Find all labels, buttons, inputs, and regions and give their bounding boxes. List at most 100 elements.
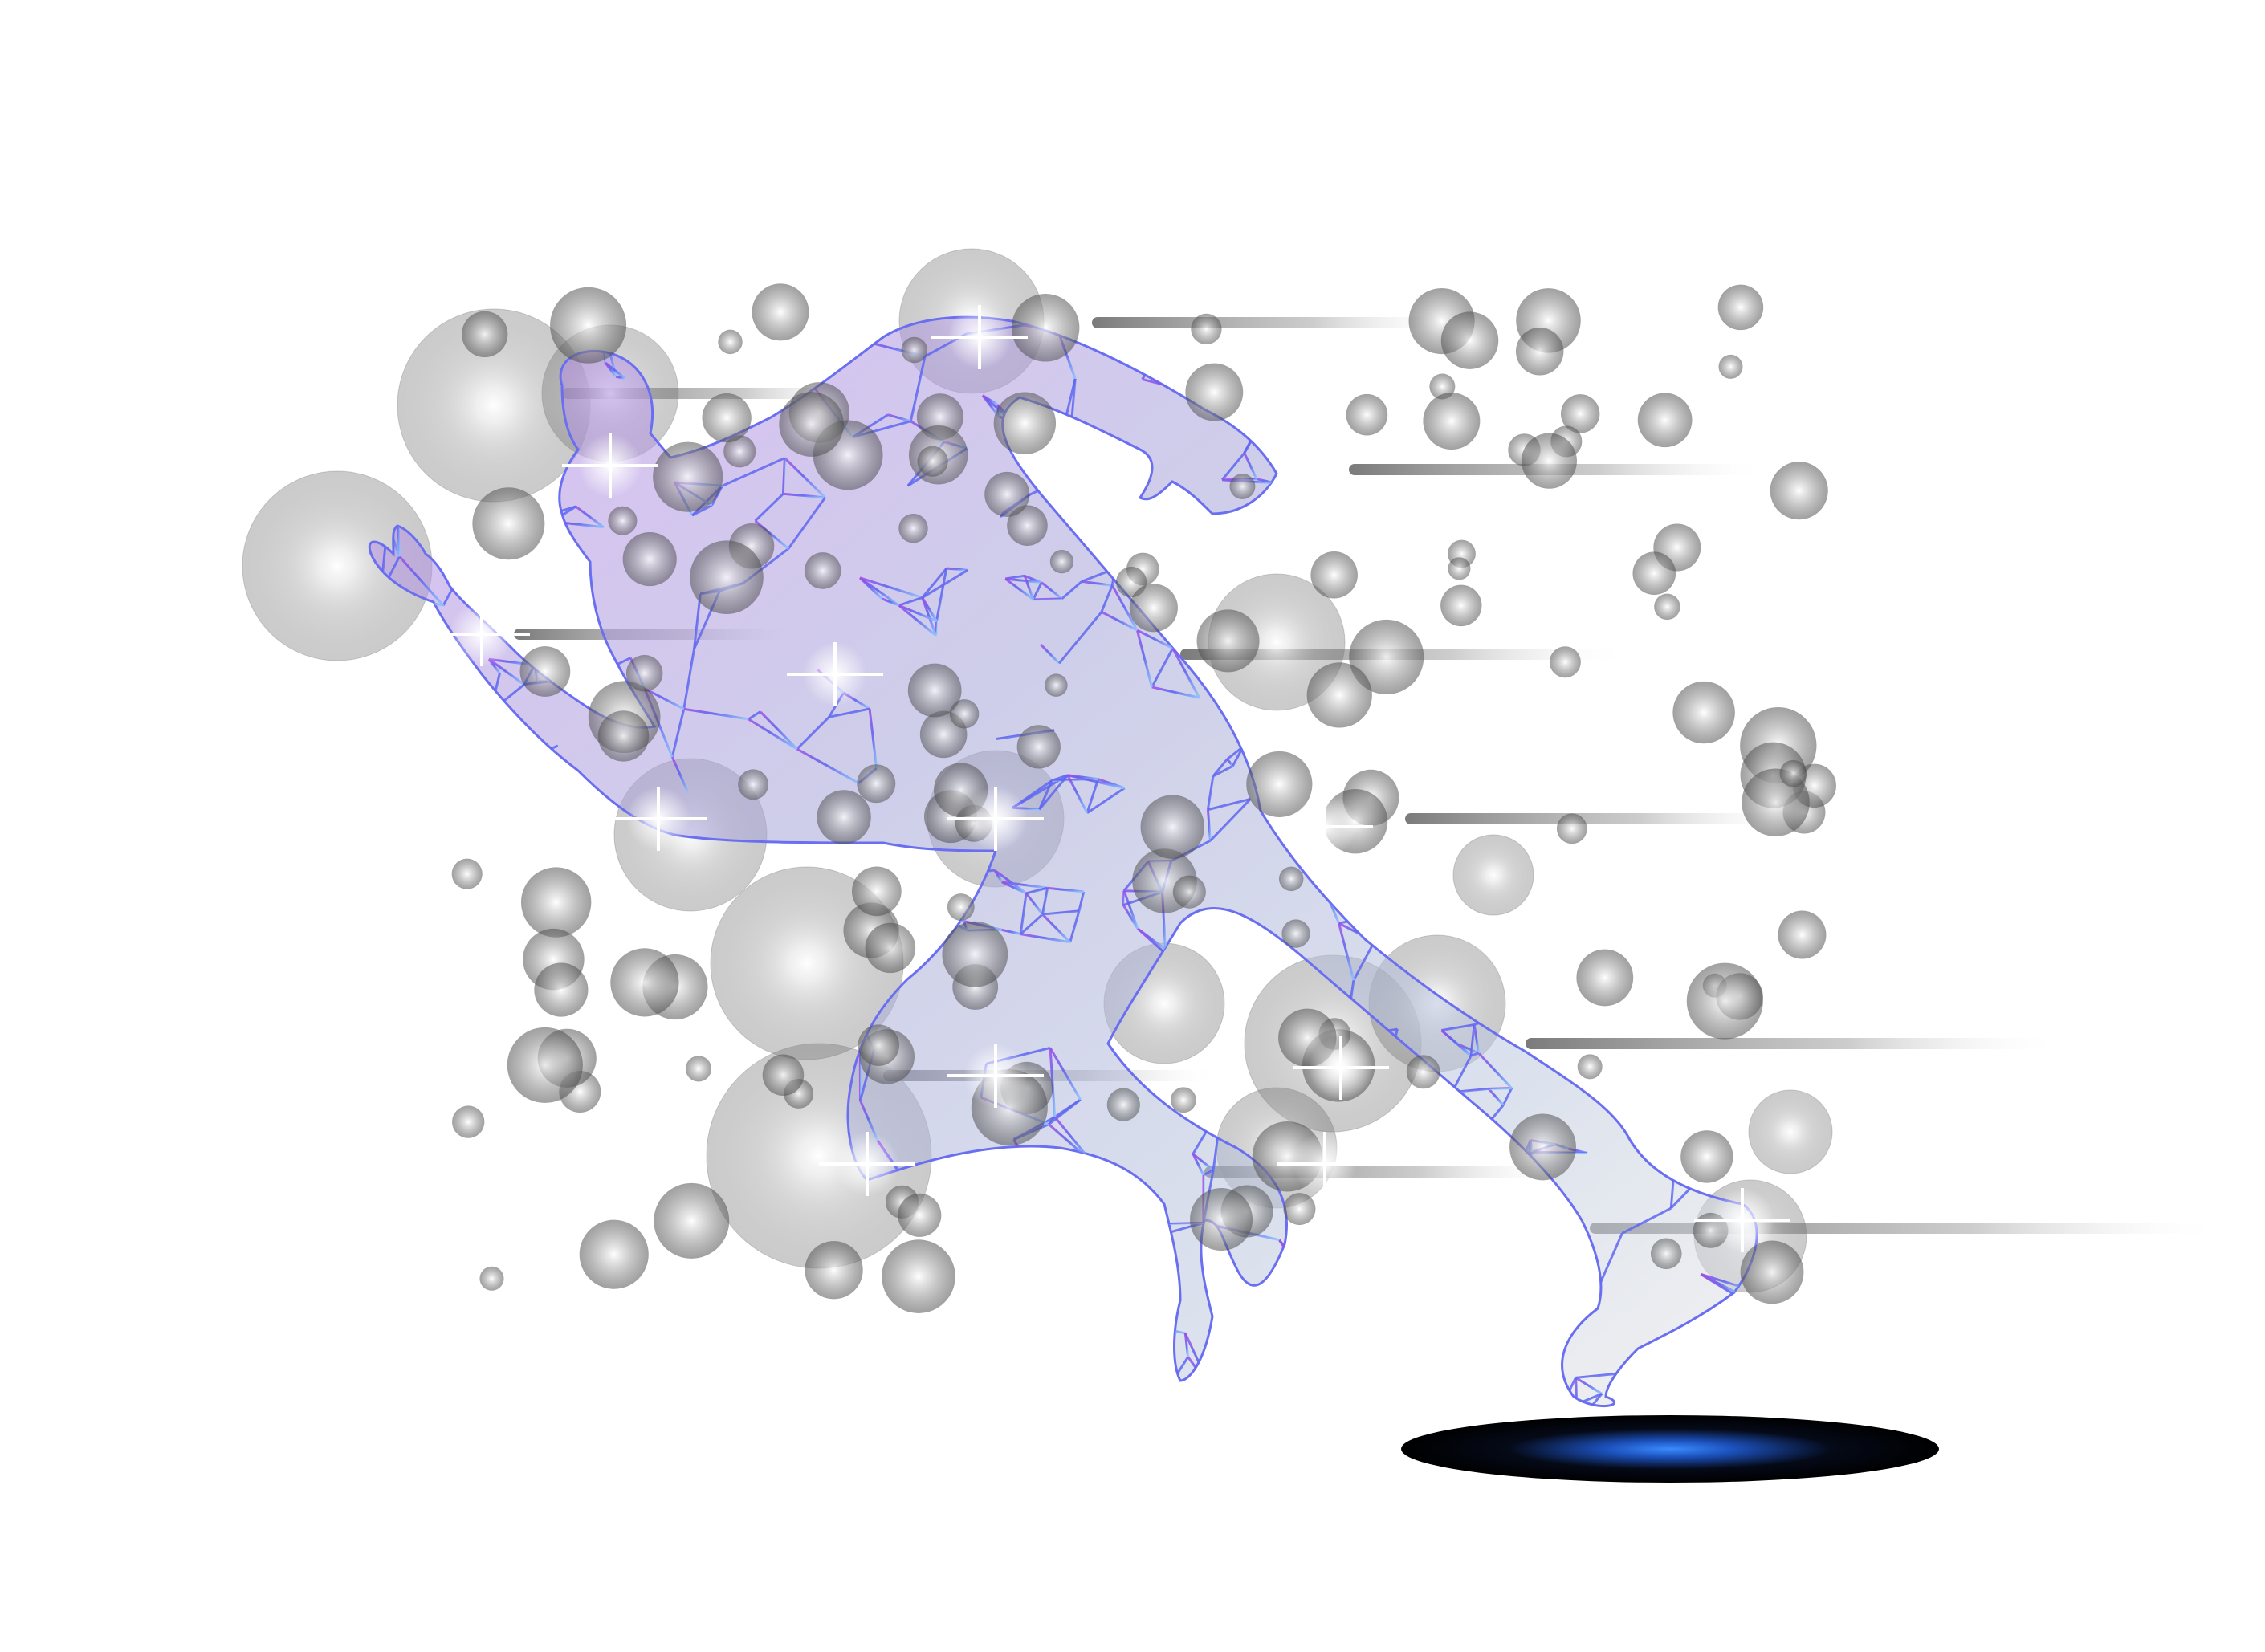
mesh-line <box>507 1256 536 1290</box>
small-orb <box>1140 795 1205 859</box>
sparkle-ray <box>1323 795 1326 859</box>
mesh-line <box>396 490 464 502</box>
mesh-line <box>404 1357 491 1406</box>
small-orb <box>723 435 756 468</box>
mesh-line <box>700 1277 737 1328</box>
mesh-line <box>1232 746 1245 767</box>
mesh-line <box>1038 774 1069 811</box>
small-orb <box>1672 681 1735 744</box>
small-orb <box>1016 725 1061 769</box>
small-orb <box>1281 919 1310 948</box>
mesh-line <box>1489 1087 1512 1090</box>
mesh-line <box>759 1350 794 1373</box>
mesh-line <box>1033 597 1062 601</box>
small-orb <box>1172 875 1206 909</box>
mesh-line <box>1551 779 1615 791</box>
mesh-line <box>562 1153 585 1178</box>
mesh-line <box>1588 352 1593 356</box>
mesh-line <box>946 567 968 572</box>
mesh-line <box>1025 886 1049 895</box>
mesh-line <box>1545 590 1576 646</box>
mesh-line <box>898 604 938 623</box>
mesh-line <box>1024 574 1042 584</box>
small-orb <box>1007 505 1048 546</box>
mesh-line <box>746 1379 756 1386</box>
mesh-line <box>1122 890 1139 930</box>
mesh-line <box>369 959 405 987</box>
sparkle-ray <box>657 787 660 851</box>
mesh-line <box>1086 787 1126 814</box>
mesh-line <box>1151 686 1200 699</box>
mesh-line <box>1732 636 1758 659</box>
small-orb <box>690 540 764 614</box>
mesh-line <box>1022 1391 1037 1406</box>
small-orb <box>519 646 571 697</box>
small-orb <box>1246 751 1313 817</box>
mesh-line <box>1325 516 1356 552</box>
mesh-line <box>650 905 690 949</box>
small-orb <box>1448 557 1471 580</box>
mesh-line <box>1192 1153 1205 1176</box>
mesh-line <box>493 816 511 825</box>
mesh-line <box>756 1416 787 1427</box>
small-orb <box>1440 584 1482 627</box>
mesh-line <box>1766 339 1789 413</box>
mesh-line <box>1135 1223 1170 1257</box>
small-orb <box>1637 393 1693 448</box>
mesh-line <box>1312 402 1341 428</box>
small-orb <box>817 790 871 844</box>
mesh-line <box>1331 495 1341 509</box>
mesh-line <box>862 1368 915 1406</box>
mesh-line <box>1730 657 1735 686</box>
mesh-line <box>921 596 938 622</box>
mesh-line <box>1451 1055 1473 1093</box>
mesh-line <box>1242 730 1273 748</box>
mesh-line <box>670 708 686 758</box>
mesh-line <box>1746 832 1758 892</box>
mesh-line <box>1023 575 1035 600</box>
mesh-line <box>802 1325 850 1353</box>
small-orb <box>610 948 679 1017</box>
mesh-line <box>687 922 711 949</box>
mesh-line <box>1249 390 1258 432</box>
mesh-line <box>868 708 878 769</box>
mesh-line <box>605 1174 610 1203</box>
sparkle-ray <box>609 433 612 498</box>
mesh-line <box>1669 1119 1677 1156</box>
mesh-line <box>752 1351 761 1385</box>
mesh-line <box>550 1105 564 1154</box>
small-orb <box>1283 1193 1316 1226</box>
mesh-line <box>1047 886 1084 893</box>
mesh-line <box>921 597 938 637</box>
mesh-line <box>454 710 491 717</box>
mesh-line <box>463 555 502 568</box>
small-orb <box>1170 1087 1196 1113</box>
mesh-line <box>1441 1023 1475 1032</box>
small-orb <box>579 1219 649 1289</box>
mesh-line <box>906 1342 915 1369</box>
small-orb <box>1509 1113 1576 1181</box>
mesh-line <box>397 701 436 712</box>
mesh-line <box>507 1288 536 1318</box>
mesh-line <box>527 568 559 592</box>
small-orb <box>608 506 638 535</box>
mesh-line <box>604 361 626 380</box>
mesh-line <box>1574 629 1583 645</box>
small-orb <box>805 1241 863 1300</box>
mesh-line <box>792 1326 805 1373</box>
mesh-line <box>1107 527 1117 569</box>
mesh-line <box>1373 914 1381 942</box>
mesh-line <box>1206 809 1212 841</box>
mesh-line <box>1262 405 1312 418</box>
mesh-line <box>743 371 767 387</box>
mesh-line <box>745 1351 761 1381</box>
mesh-line <box>981 1340 1026 1351</box>
small-orb <box>1011 294 1080 362</box>
small-orb <box>1440 311 1499 369</box>
mesh-line <box>1203 1169 1214 1177</box>
mesh-line <box>532 1257 536 1317</box>
small-orb <box>852 866 902 917</box>
mesh-line <box>1061 580 1083 600</box>
mesh-line <box>1226 758 1234 767</box>
small-orb <box>1129 584 1178 633</box>
